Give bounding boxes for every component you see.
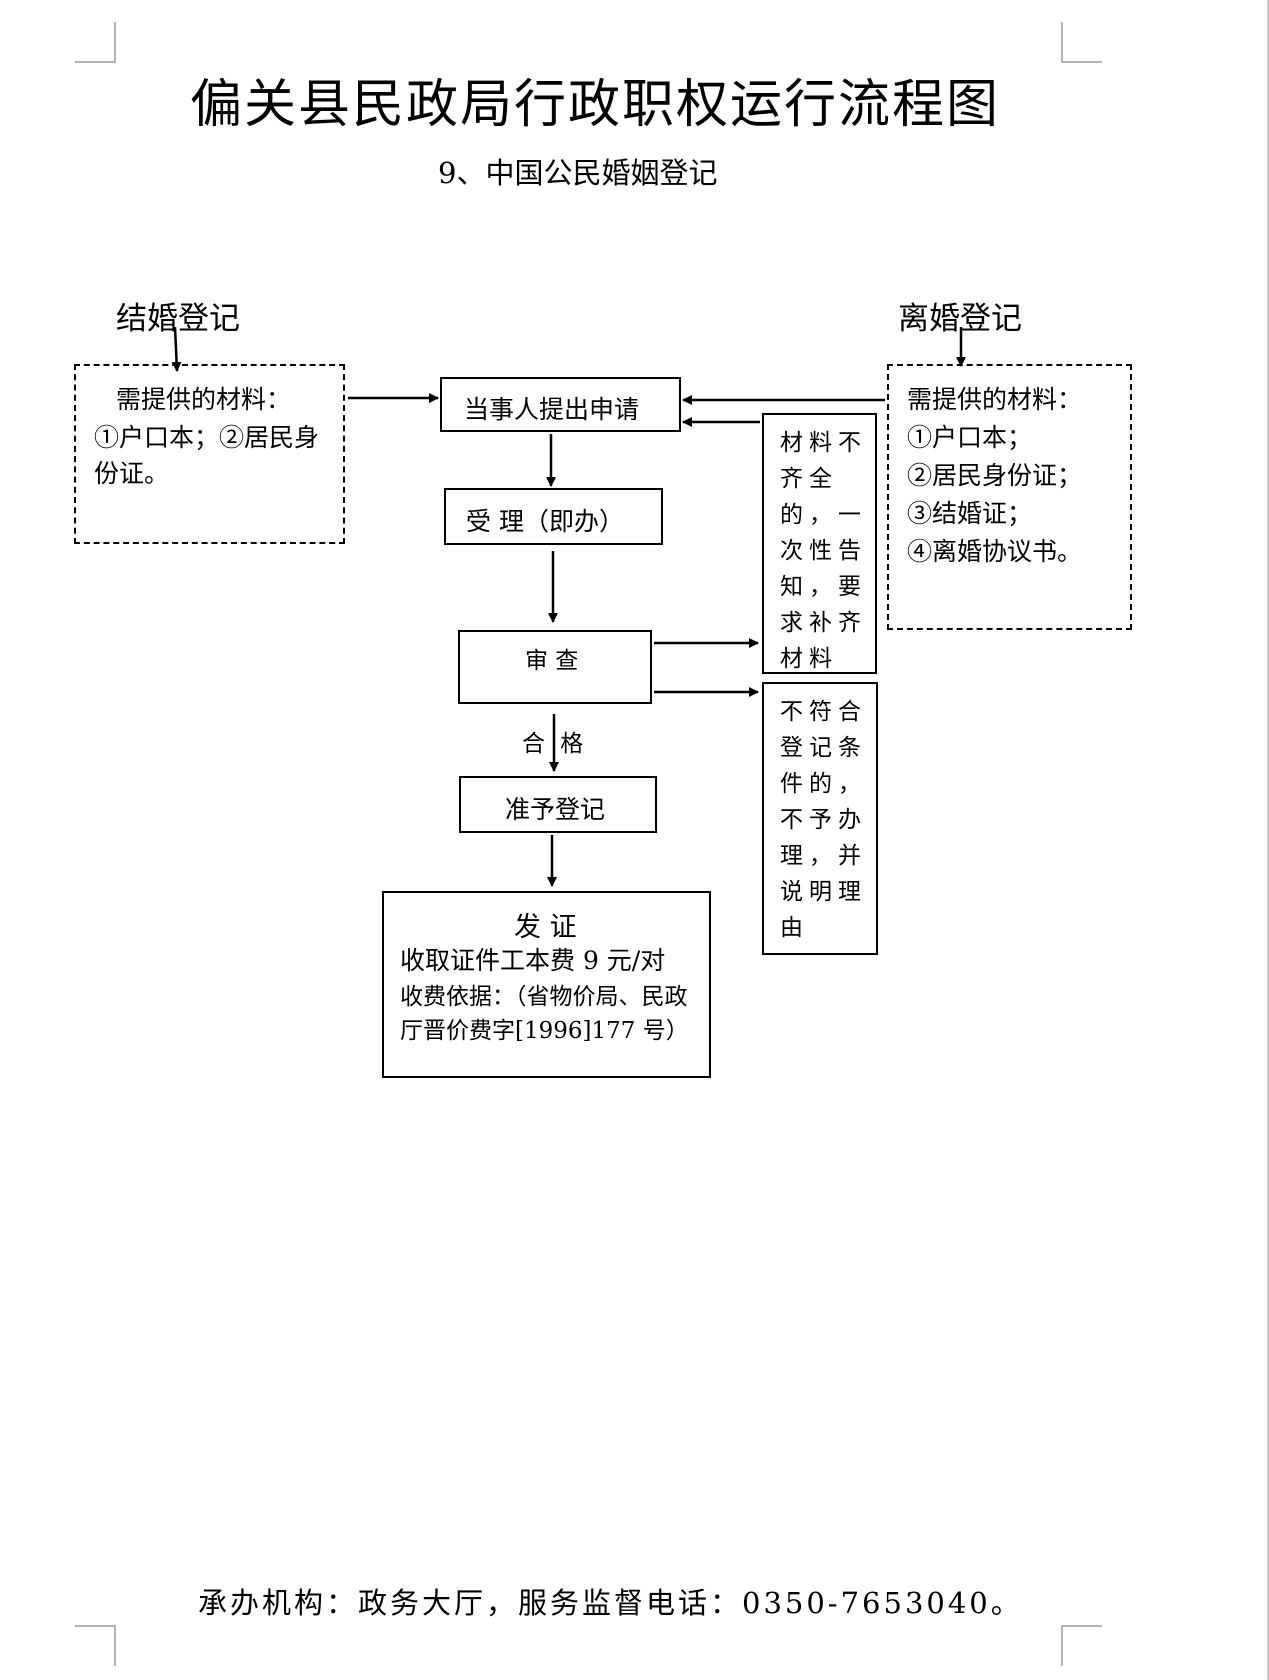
incomplete-note: 材料不齐全的，一次性告知，要求补齐材料 [780,430,867,672]
divorce-materials-box: 需提供的材料： ①户口本； ②居民身份证； ③结婚证； ④离婚协议书。 [887,364,1132,630]
review-label: 审 查 [525,648,579,674]
apply-box: 当事人提出申请 [440,377,681,432]
page-title: 偏关县民政局行政职权运行流程图 [189,75,1000,135]
approve-label: 准予登记 [505,795,606,824]
accept-box: 受 理（即办） [444,488,663,545]
divorce-materials-label: 需提供的材料： [907,385,1083,414]
rejected-note: 不符合登记条件的，不予办理，并说明理由 [780,699,867,941]
review-box: 审 查 [458,630,652,704]
marriage-caption: 结婚登记 [116,301,240,337]
issue-title: 发 证 [514,912,577,943]
rejected-note-box: 不符合登记条件的，不予办理，并说明理由 [762,682,878,955]
accept-label: 受 理（即办） [466,507,624,536]
issue-box: 发 证 收取证件工本费 9 元/对 收费依据：（省物价局、民政 厅晋价费字[19… [382,891,711,1078]
arrow-marriage-caption-to-box [171,326,182,372]
issue-fee: 收取证件工本费 9 元/对 [400,946,666,975]
marriage-materials-line1: ①户口本；②居民身 [94,423,320,452]
issue-basis-line1: 收费依据：（省物价局、民政 [400,984,688,1010]
divorce-material-item-4: ④离婚协议书。 [907,537,1083,566]
incomplete-note-box: 材料不齐全的，一次性告知，要求补齐材料 [762,413,877,674]
footer-contact: 承办机构：政务大厅，服务监督电话：0350-7653040。 [198,1586,1023,1620]
marriage-materials-box: 需提供的材料： ①户口本；②居民身 份证。 [74,364,345,544]
divorce-material-item-3: ③结婚证； [907,499,1033,528]
page-right-edge [1267,0,1269,1680]
divorce-material-item-2: ②居民身份证； [907,461,1083,490]
page-subtitle: 9、中国公民婚姻登记 [438,156,718,190]
qualified-label: 合 格 [522,731,588,757]
marriage-materials-label: 需提供的材料： [116,385,292,414]
issue-basis-line2: 厅晋价费字[1996]177 号） [400,1018,689,1044]
approve-box: 准予登记 [459,776,657,833]
divorce-material-item-1: ①户口本； [907,423,1033,452]
marriage-materials-line2: 份证。 [94,459,170,488]
apply-label: 当事人提出申请 [464,395,640,424]
